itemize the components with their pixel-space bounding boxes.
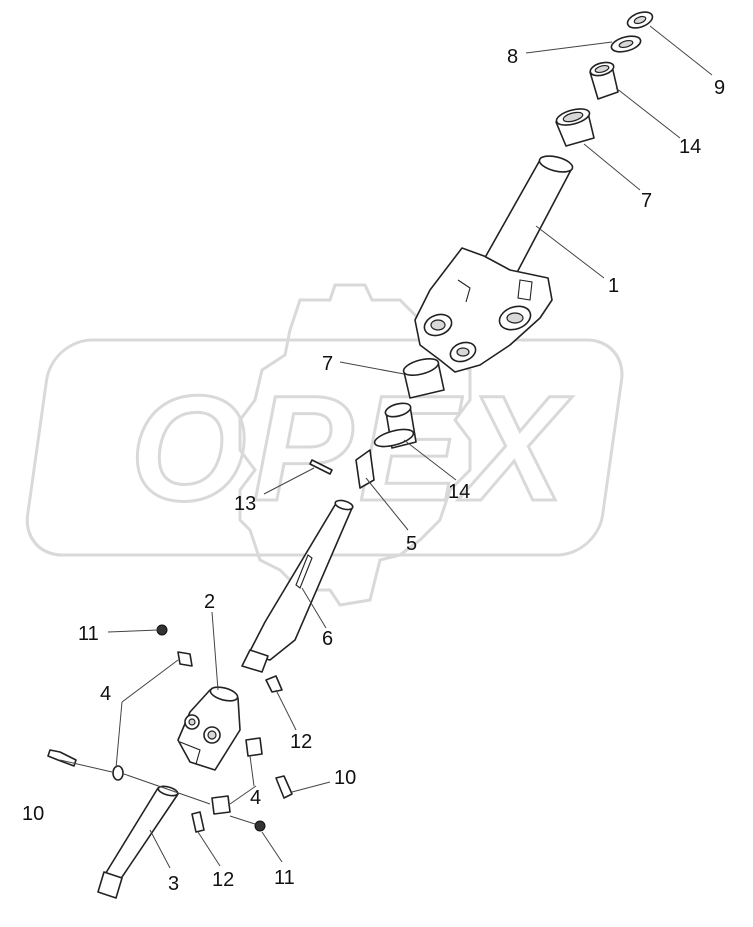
callout-4: 4 [250,787,261,809]
part-14-bushing-upper [589,61,619,100]
callout-11: 11 [274,867,295,889]
callout-12: 12 [212,869,234,891]
part-4-clip-lower [211,737,263,815]
callout-8: 8 [507,46,518,68]
callout-7: 7 [641,190,652,212]
callout-3: 3 [168,873,179,895]
callout-11: 11 [78,623,99,645]
part-3-lower-shaft [97,785,179,899]
part-5-key [355,449,375,489]
part-7-bushing-upper [555,108,595,147]
callout-1: 1 [608,275,619,297]
part-10-bolt-right [275,775,293,799]
part-11-nut-upper [156,624,168,636]
part-7-bushing-lower [402,357,445,399]
callout-9: 9 [714,77,725,99]
callout-2: 2 [204,591,215,613]
callout-10: 10 [334,767,356,789]
part-4-clip-upper [177,651,193,667]
callout-10: 10 [22,803,44,825]
callout-7: 7 [322,353,333,375]
part-10-bolt-left [47,749,77,767]
part-8-washer [610,35,642,53]
callout-14: 14 [679,136,701,158]
part-2-universal-joint [177,686,241,771]
callout-5: 5 [406,533,417,555]
part-13-pin [309,459,333,475]
part-1-column-tube-bracket [414,155,574,373]
part-9-washer [626,11,654,29]
part-6-shaft [241,499,354,673]
callout-12: 12 [290,731,312,753]
callout-labels: 9 8 14 7 1 7 14 13 5 6 2 11 4 12 10 10 4… [22,46,725,895]
part-14-bushing-lower [373,402,417,449]
part-12-key-lower [191,811,205,833]
part-11-nut-lower [254,820,266,832]
callout-13: 13 [234,493,256,515]
leader-lines [59,25,713,869]
callout-4: 4 [100,683,111,705]
part-4-clip-left [112,765,124,781]
part-12-key-upper [265,675,283,693]
callout-14: 14 [448,481,470,503]
callout-6: 6 [322,628,333,650]
